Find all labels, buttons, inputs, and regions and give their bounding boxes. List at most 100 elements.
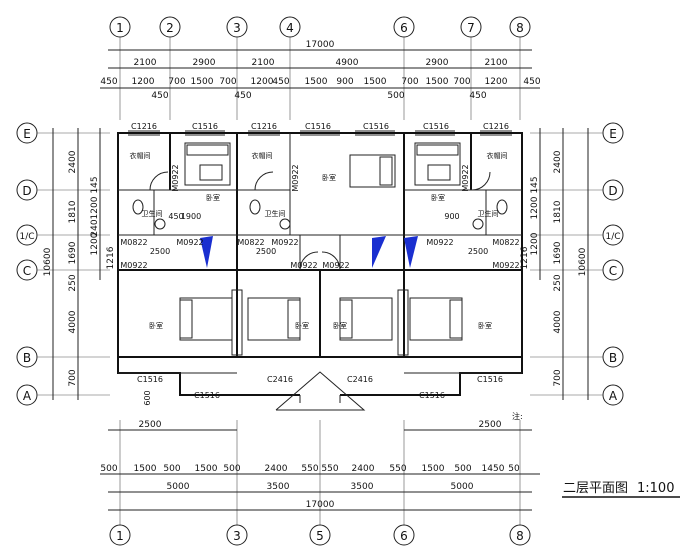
- dim-text: 700: [453, 77, 470, 87]
- tag: M0822: [237, 238, 264, 247]
- dim-text: 1690: [68, 241, 78, 264]
- dim-text: 4000: [68, 310, 78, 333]
- dim-text: 2100: [252, 58, 275, 68]
- right-dimensions: 10600 2400 1810 1690 250 4000 700 145 12…: [520, 128, 589, 400]
- room-label-bedroom: 卧室: [322, 173, 336, 182]
- tag: 2500: [256, 247, 276, 256]
- axis-label: 8: [516, 21, 524, 35]
- axis-label: 3: [233, 529, 241, 543]
- tag: C1216: [251, 122, 277, 131]
- tag: M0922: [271, 238, 298, 247]
- stair-markers: [200, 236, 418, 268]
- dim-text: 2500: [479, 420, 502, 430]
- dim-text: 3500: [351, 482, 374, 492]
- tag: M0922: [120, 261, 147, 270]
- dim-text: 550: [389, 464, 406, 474]
- tag: C1516: [305, 122, 331, 131]
- axis-label: 8: [516, 529, 524, 543]
- axis-lines: [119, 37, 521, 525]
- tag: 2500: [150, 247, 170, 256]
- axis-label: C: [23, 264, 31, 278]
- tag: M0922: [492, 261, 519, 270]
- tag: M0922: [426, 238, 453, 247]
- dim-text: 250: [553, 274, 563, 291]
- dim-text: 1200: [530, 196, 540, 219]
- dim-text: 1810: [553, 200, 563, 223]
- axis-label: D: [608, 184, 617, 198]
- furniture: [132, 142, 508, 356]
- axis-label: B: [23, 351, 31, 365]
- dim-text: 700: [219, 77, 236, 87]
- dim-text: 450: [100, 77, 117, 87]
- dim-text: 1200: [90, 232, 100, 255]
- top-axis-bubbles: 1 2 3 4 6 7 8: [109, 16, 531, 38]
- axis-label: 2: [166, 21, 174, 35]
- dim-text: 2900: [193, 58, 216, 68]
- dim-text: 240: [90, 219, 100, 236]
- room-label-bedroom: 卧室: [478, 321, 492, 330]
- tag: 600: [143, 390, 152, 405]
- axis-label: 7: [467, 21, 475, 35]
- dim-text: 1200: [485, 77, 508, 87]
- axis-label: 6: [400, 529, 408, 543]
- tag: C1516: [137, 375, 163, 384]
- dim-total-left: 10600: [43, 247, 53, 276]
- dim-text: 450: [151, 91, 168, 101]
- tag: 1900: [181, 212, 201, 221]
- dim-text: 5000: [167, 482, 190, 492]
- dim-text: 550: [301, 464, 318, 474]
- room-label-bedroom: 卧室: [206, 193, 220, 202]
- axis-label: E: [23, 127, 31, 141]
- tag: C1516: [419, 391, 445, 400]
- dim-text: 1500: [422, 464, 445, 474]
- dim-text: 1500: [305, 77, 328, 87]
- dim-total-top: 17000: [306, 40, 335, 50]
- dim-text: 900: [336, 77, 353, 87]
- dim-text: 550: [321, 464, 338, 474]
- room-label-bath: 卫生间: [478, 209, 499, 218]
- room-label-closet: 衣帽间: [252, 151, 273, 160]
- opening-tags: C1216 C1516 C1216 C1516 C1516 C1516 C121…: [120, 122, 519, 406]
- axis-label: 5: [316, 529, 324, 543]
- dim-total-right: 10600: [578, 247, 588, 276]
- dim-text: 500: [223, 464, 240, 474]
- axis-label: 1/C: [19, 232, 34, 242]
- note-label: 注:: [512, 411, 523, 421]
- room-label-bedroom: 卧室: [333, 321, 347, 330]
- dim-text: 450: [469, 91, 486, 101]
- room-label-bath: 卫生间: [265, 209, 286, 218]
- tag: 900: [444, 212, 459, 221]
- dim-text: 500: [387, 91, 404, 101]
- dim-text: 1500: [364, 77, 387, 87]
- dim-text: 145: [90, 176, 100, 193]
- dim-text: 4900: [336, 58, 359, 68]
- dim-text: 2400: [352, 464, 375, 474]
- tag: M0822: [492, 238, 519, 247]
- tag: M0922: [291, 164, 300, 191]
- dim-text: 4000: [553, 310, 563, 333]
- dim-text: 2100: [485, 58, 508, 68]
- dim-text: 2900: [426, 58, 449, 68]
- axis-label: B: [609, 351, 617, 365]
- left-axis-bubbles: E D 1/C C B A: [16, 122, 38, 406]
- dim-text: 2500: [139, 420, 162, 430]
- bottom-axis-bubbles: 1 3 5 6 8: [109, 524, 531, 546]
- tag: C1516: [192, 122, 218, 131]
- tag: C1516: [363, 122, 389, 131]
- dim-text: 1216: [520, 246, 530, 269]
- dim-text: 2100: [134, 58, 157, 68]
- dim-text: 700: [553, 369, 563, 386]
- axis-label: 1: [116, 529, 124, 543]
- dim-text: 1200: [90, 196, 100, 219]
- axis-label: C: [609, 264, 617, 278]
- axis-label: 1/C: [605, 232, 620, 242]
- title-text: 二层平面图: [563, 481, 628, 496]
- bottom-dimensions: 2500 2500 注: 500 1500 500 1500 500 2400 …: [100, 411, 540, 511]
- tag: C1216: [131, 122, 157, 131]
- axis-label: 4: [286, 21, 294, 35]
- dim-text: 250: [68, 274, 78, 291]
- axis-label: 3: [233, 21, 241, 35]
- dim-text: 1500: [134, 464, 157, 474]
- side-axis-lines: [37, 132, 603, 396]
- room-label-closet: 衣帽间: [130, 151, 151, 160]
